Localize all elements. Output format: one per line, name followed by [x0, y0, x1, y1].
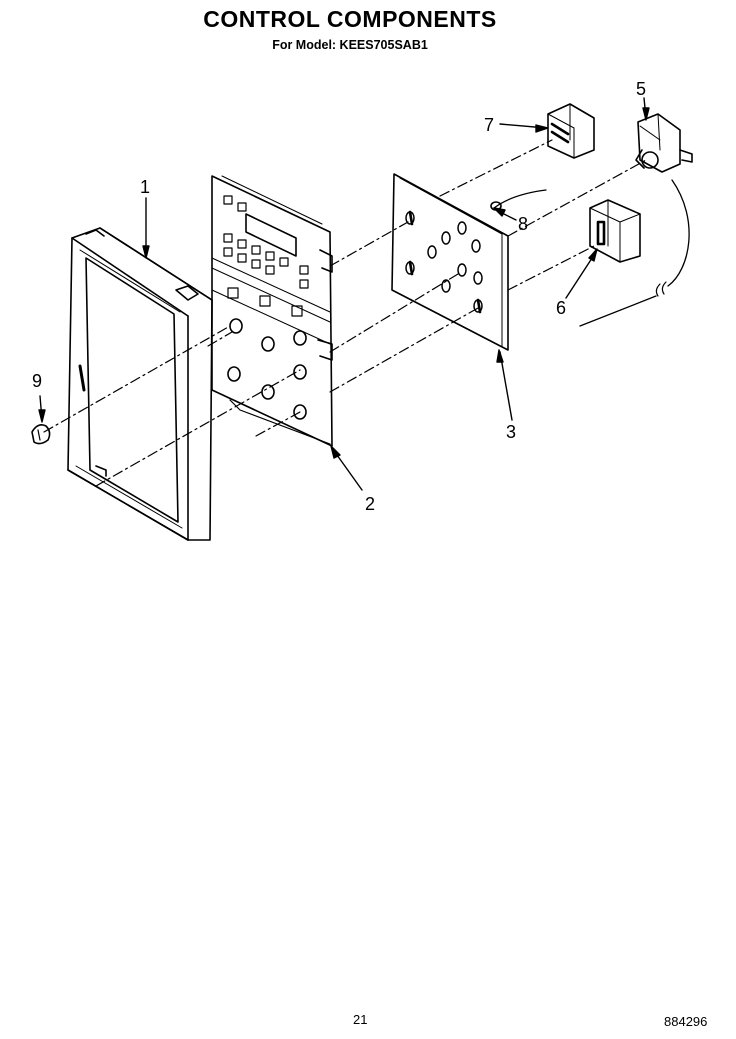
- callout-9: 9: [32, 371, 42, 391]
- document-number: 884296: [664, 1014, 708, 1029]
- callout-7: 7: [484, 115, 494, 135]
- page-title: CONTROL COMPONENTS: [203, 6, 497, 32]
- callout-6: 6: [556, 298, 566, 318]
- model-subtitle: For Model: KEES705SAB1: [272, 38, 428, 52]
- relay-block-part: [589, 199, 641, 263]
- callout-5: 5: [636, 79, 646, 99]
- exploded-view-lines: [43, 139, 647, 487]
- callout-8: 8: [518, 214, 528, 234]
- callout-1: 1: [140, 177, 150, 197]
- callout-labels: 1 2 3 5 6 7 8 9: [32, 79, 646, 514]
- motor-switch-part: [579, 113, 693, 327]
- knob-part: [31, 424, 51, 445]
- callout-3: 3: [506, 422, 516, 442]
- transformer-block-part: [547, 103, 595, 159]
- callout-2: 2: [365, 494, 375, 514]
- wire-connector-part: [490, 189, 547, 211]
- control-panel-part: [211, 175, 333, 447]
- control-frame-part: [67, 227, 213, 541]
- callout-leader-lines: [38, 97, 650, 491]
- circuit-board-part: [391, 173, 509, 351]
- page-number: 21: [353, 1012, 368, 1027]
